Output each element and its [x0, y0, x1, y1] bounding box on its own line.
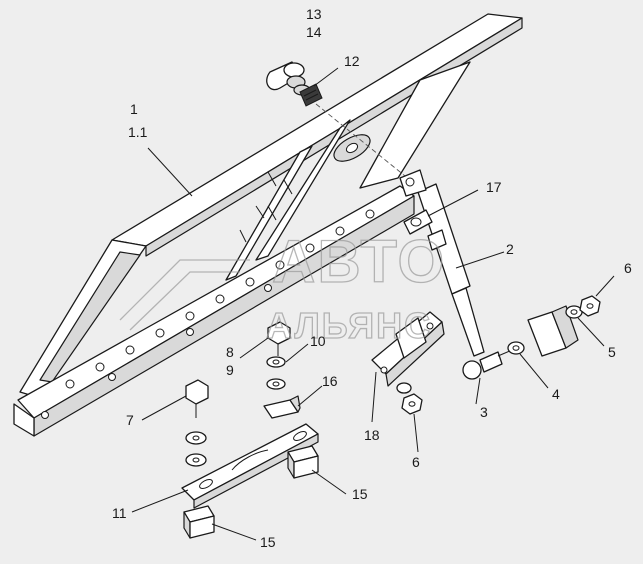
- callout-6-lower: 6: [412, 454, 420, 470]
- callout-2: 2: [506, 241, 514, 257]
- lock-washer-5: [565, 305, 583, 319]
- bolt-3: [479, 349, 513, 373]
- frame-boss: [333, 134, 371, 162]
- callout-18: 18: [364, 427, 380, 443]
- ball-stud-13-14: [266, 61, 311, 96]
- callout-labels: 13 14 12 1 1.1 17 2 6 5 4 3 8 9 10 16 7 …: [112, 6, 632, 550]
- callout-9: 9: [226, 362, 234, 378]
- bracket-17: [403, 209, 447, 251]
- callout-7: 7: [126, 412, 134, 428]
- assembly-axis-top: [315, 103, 411, 181]
- callout-4: 4: [552, 386, 560, 402]
- hinge-knuckles: [41, 209, 375, 419]
- nut-6-lower: [396, 382, 423, 415]
- callout-10: 10: [310, 333, 326, 349]
- nut-6-upper: [579, 295, 601, 317]
- bracket-16: [263, 395, 301, 419]
- callout-1: 1: [130, 101, 138, 117]
- lock-18: [371, 311, 445, 387]
- callout-13: 13: [306, 6, 322, 22]
- callout-8: 8: [226, 344, 234, 360]
- callout-3: 3: [480, 404, 488, 420]
- washers-7: [185, 431, 207, 467]
- callout-11: 11: [112, 505, 127, 521]
- callout-6-upper: 6: [624, 260, 632, 276]
- callout-17: 17: [486, 179, 502, 195]
- mounting-plate-right: [527, 305, 579, 357]
- callout-1-1: 1.1: [128, 124, 148, 140]
- callout-12: 12: [344, 53, 360, 69]
- washer-4: [507, 341, 525, 355]
- callout-15-left: 15: [260, 534, 276, 550]
- bolt-7: [185, 379, 209, 418]
- support-plate-11: [181, 423, 319, 509]
- callout-14: 14: [306, 24, 322, 40]
- callout-16: 16: [322, 373, 338, 389]
- frame-studs: [239, 171, 293, 243]
- spacer-12: [299, 83, 323, 107]
- leader-lines: [131, 67, 615, 541]
- watermark-logo: АВТО АЛЬЯНС: [119, 227, 446, 347]
- rubber-block-15-left: [183, 505, 215, 539]
- rubber-block-15-right: [287, 445, 319, 479]
- watermark-line-2: АЛЬЯНС: [266, 305, 432, 346]
- callout-15-right: 15: [352, 486, 368, 502]
- watermark-line-1: АВТО: [272, 228, 446, 295]
- callout-5: 5: [608, 344, 616, 360]
- washers-10: [266, 356, 286, 390]
- frame-lid: [13, 13, 523, 437]
